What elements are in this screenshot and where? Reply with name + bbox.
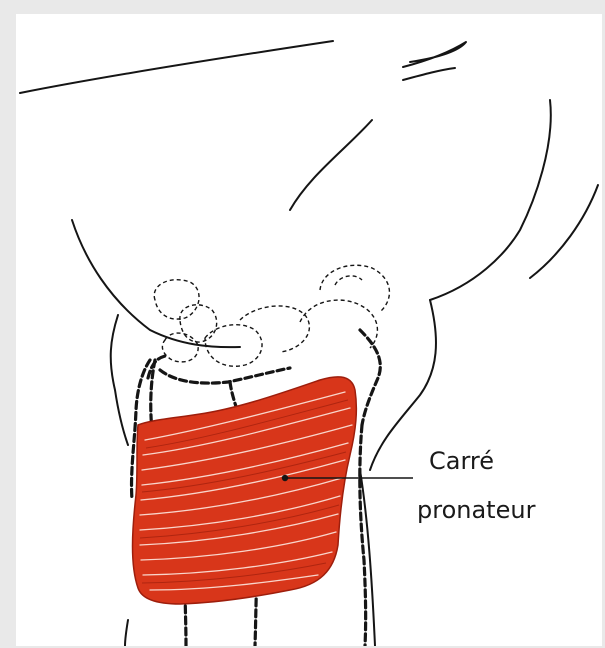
label-pronateur: pronateur bbox=[417, 496, 535, 525]
muscle-shape bbox=[133, 377, 357, 604]
figure-panel: Carré pronateur bbox=[16, 14, 602, 646]
anatomy-illustration bbox=[16, 14, 602, 646]
label-carre: Carré bbox=[429, 447, 494, 476]
carpal-bones-outline bbox=[154, 265, 389, 366]
